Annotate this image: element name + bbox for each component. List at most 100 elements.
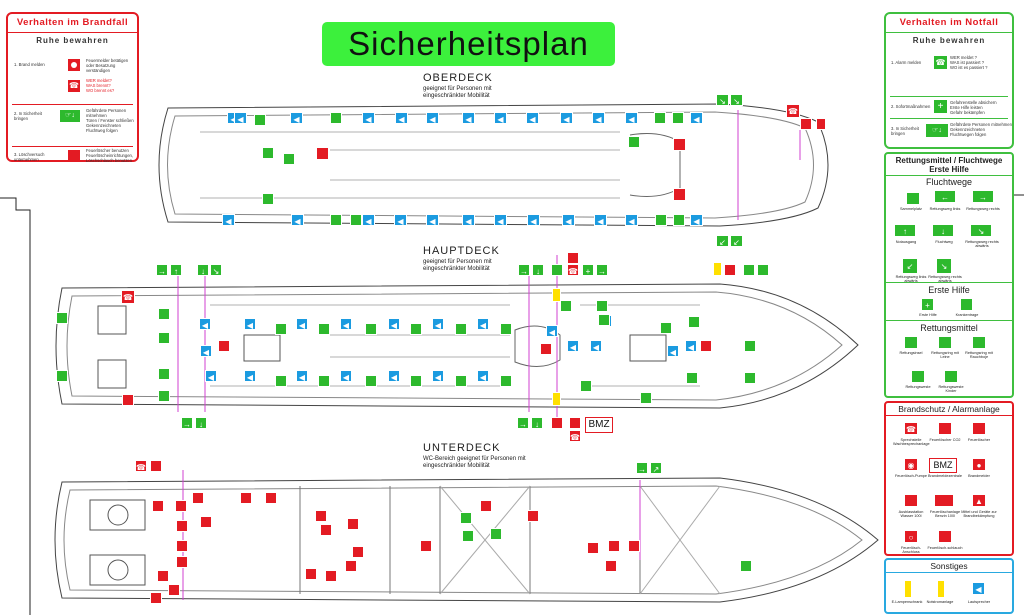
speaker-icon: ◀ bbox=[200, 345, 212, 357]
fire-extinguisher-icon bbox=[673, 138, 686, 151]
speaker-icon: ◀ bbox=[527, 214, 540, 226]
speaker-icon: ◀ bbox=[625, 214, 638, 226]
emergency-step-3-text2: Gekennzeichneten bbox=[950, 127, 985, 132]
speaker-icon: ◀ bbox=[362, 214, 375, 226]
speaker-icon: ◀ bbox=[625, 112, 638, 124]
fire-alarm-icon bbox=[800, 118, 812, 130]
escape-sign-icon bbox=[330, 214, 342, 226]
fire-phone-icon: ☎ bbox=[68, 80, 80, 92]
unterdeck-note-2: eingeschränkter Mobilität bbox=[423, 463, 490, 469]
fire-extinguisher-icon bbox=[551, 417, 563, 429]
speaker-icon: ◀ bbox=[594, 214, 607, 226]
legend-label-mittel-geraete: Mittel und Geräte zur Brandbekämpfung bbox=[961, 510, 997, 519]
speaker-icon: ◀ bbox=[244, 370, 256, 382]
legend-label-ausblasstation: Ausblasstation Wasser 100l bbox=[898, 510, 924, 519]
speaker-icon: ◀ bbox=[546, 325, 558, 337]
fire-extinguisher-icon bbox=[816, 118, 826, 130]
fire-protection-icon bbox=[265, 492, 277, 504]
fire-protection-icon bbox=[315, 510, 327, 522]
fire-alarm-icon bbox=[150, 460, 162, 472]
fire-step-1-num: 1. Brand melden bbox=[14, 62, 45, 67]
speaker-icon: ◀ bbox=[690, 214, 703, 226]
loudspeaker-icon: ◀ bbox=[972, 582, 985, 595]
fire-protection-icon bbox=[320, 524, 332, 536]
speaker-icon: ◀ bbox=[296, 370, 308, 382]
speaker-icon: ◀ bbox=[205, 370, 217, 382]
escape-arrow-icon: ↗ bbox=[650, 462, 662, 474]
fire-hose-icon bbox=[938, 530, 952, 543]
assembly-point-icon bbox=[906, 192, 920, 205]
fire-step-3-text1: Feuerlöscher benutzen bbox=[86, 148, 129, 153]
legend-label-sprechstelle: Sprechstelle Wachbesprechanlage bbox=[893, 438, 930, 447]
legend-label-loeschanlage: Feuerlöschanlage Benzin 100l bbox=[929, 510, 961, 519]
escape-sign-icon bbox=[56, 312, 68, 324]
legend-label-weste: Rettungsweste bbox=[905, 385, 931, 389]
fire-protection-icon bbox=[345, 560, 357, 572]
escape-sign-icon bbox=[462, 530, 474, 542]
fire-protection-icon bbox=[176, 540, 188, 552]
speaker-icon: ◀ bbox=[234, 112, 247, 124]
escape-sign-icon bbox=[660, 322, 672, 334]
emergency-box-title: Verhalten im Notfall bbox=[899, 17, 999, 28]
legend-label-krankentrage: Krankentrage bbox=[955, 313, 979, 317]
escape-sign-icon bbox=[350, 214, 362, 226]
escape-sign-icon bbox=[158, 332, 170, 344]
rettungsmittel-title: Rettungsmittel bbox=[920, 323, 978, 333]
fire-protection-icon bbox=[176, 556, 188, 568]
emergency-step-3-text1: Gefährdete Personen mitnehmen bbox=[950, 122, 1012, 127]
fire-step-3-text2: Feuerlöscheinrichtungen, bbox=[86, 153, 134, 158]
escape-sign-icon bbox=[254, 114, 266, 126]
escape-sign-icon bbox=[628, 136, 640, 148]
legend-label-e-lampen: E-Lampenschrank bbox=[891, 600, 923, 604]
escape-arrow-icon: ↙ bbox=[730, 235, 743, 247]
fire-detector-icon: ● bbox=[972, 458, 986, 471]
speaker-icon: ◀ bbox=[199, 318, 211, 330]
fire-extinguisher-icon bbox=[68, 150, 80, 160]
fire-protection-icon bbox=[176, 520, 188, 532]
fire-behavior-box: Verhalten im Brandfall Ruhe bewahren 1. … bbox=[6, 12, 139, 163]
fire-step-1-text1: Feuermelder betätigen bbox=[86, 58, 129, 63]
escape-sign-icon bbox=[455, 323, 467, 335]
speaker-icon: ◀ bbox=[494, 214, 507, 226]
escape-sign-icon bbox=[455, 375, 467, 387]
speaker-icon: ◀ bbox=[685, 340, 697, 352]
emergency-exit-icon: ↑ bbox=[894, 224, 916, 237]
escape-sign-icon bbox=[655, 214, 667, 226]
escape-arrow-icon: ↓ bbox=[195, 417, 207, 429]
speaker-icon: ◀ bbox=[395, 112, 408, 124]
oberdeck-title: OBERDECK bbox=[423, 72, 493, 84]
legend-label-sammelplatz: Sammelplatz bbox=[900, 207, 922, 211]
fire-extinguisher-icon bbox=[122, 394, 134, 406]
fire-protection-icon bbox=[200, 516, 212, 528]
speaker-icon: ◀ bbox=[290, 112, 303, 124]
escape-arrow-icon: → bbox=[181, 417, 193, 429]
escape-arrow-icon: → bbox=[596, 264, 608, 276]
escape-down-left-icon: ↙ bbox=[902, 258, 918, 274]
fire-protection-icon bbox=[420, 540, 432, 552]
escape-sign-icon bbox=[740, 560, 752, 572]
escape-sign-icon bbox=[551, 264, 563, 276]
fire-protection-icon bbox=[152, 500, 164, 512]
escape-sign-icon bbox=[56, 370, 68, 382]
escape-sign-icon bbox=[262, 147, 274, 159]
hauptdeck-note-2: eingeschränkter Mobilität bbox=[423, 266, 490, 272]
speaker-icon: ◀ bbox=[477, 370, 489, 382]
emergency-step-1-text1: WER meldet ? bbox=[950, 55, 977, 60]
liferaft-icon bbox=[904, 336, 918, 349]
speaker-icon: ◀ bbox=[296, 318, 308, 330]
fire-extinguisher-icon bbox=[673, 188, 686, 201]
legend-label-ring-rauch: Rettungsring mit Rauchboje bbox=[965, 351, 993, 360]
emergency-lamp-icon bbox=[713, 262, 722, 276]
speaker-icon: ◀ bbox=[340, 318, 352, 330]
escape-route-icon: ↓ bbox=[932, 224, 954, 237]
phone-icon: ☎ bbox=[121, 290, 135, 304]
extinguisher-icon bbox=[972, 422, 986, 435]
escape-sign-icon bbox=[460, 512, 472, 524]
plan-bmz-label: BMZ bbox=[588, 419, 610, 430]
emergency-step-1-num: 1. Alarm melden bbox=[891, 60, 922, 65]
legend-label-rettungsinsel: Rettungsinsel bbox=[899, 351, 923, 355]
lifebuoy-smoke-icon bbox=[972, 336, 986, 349]
emergency-step-2-text2: Erste Hilfe leisten bbox=[950, 105, 983, 110]
escape-sign-icon bbox=[598, 314, 610, 326]
fire-step-1-text3: verständigen bbox=[86, 68, 110, 73]
